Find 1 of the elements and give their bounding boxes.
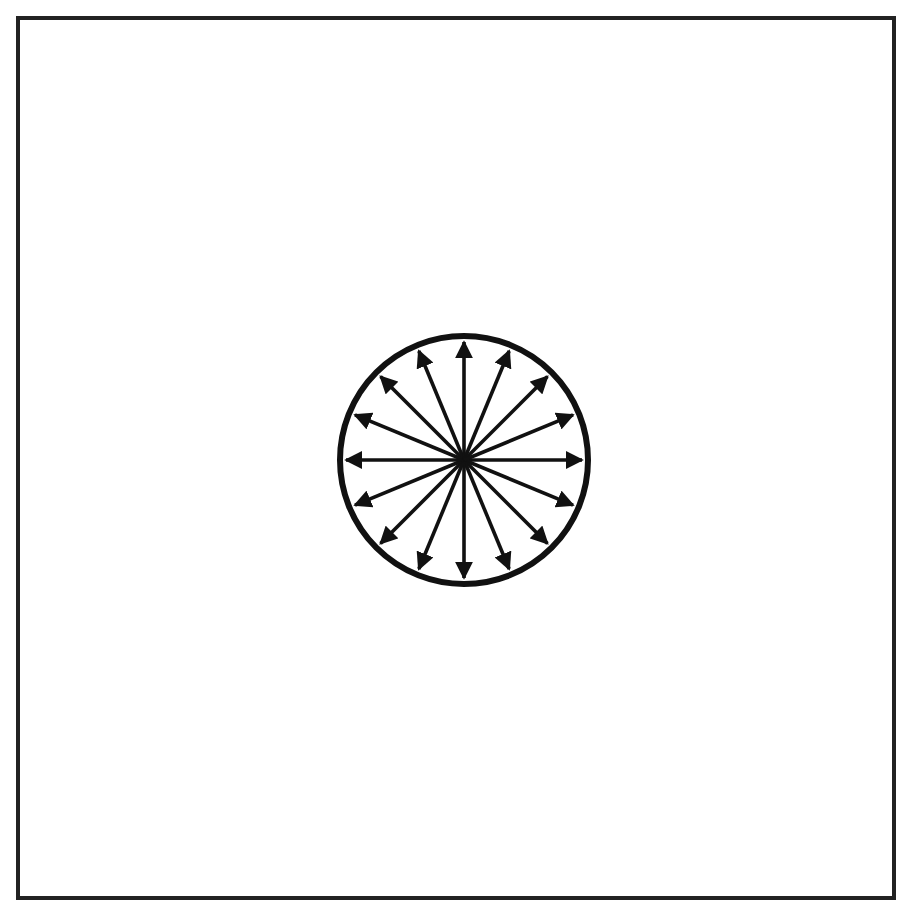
radiating-arrows-drawing — [332, 328, 596, 592]
